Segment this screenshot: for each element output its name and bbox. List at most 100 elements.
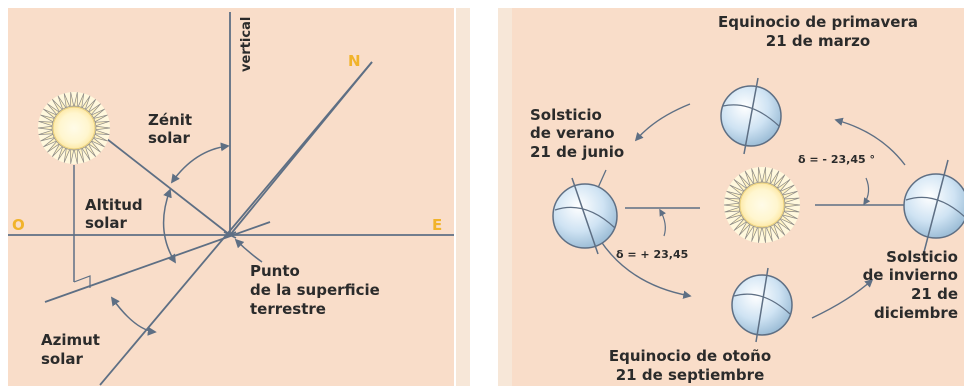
point-marker (223, 231, 237, 239)
zenith-angle-arc (170, 142, 230, 184)
north-ray (229, 61, 373, 236)
panel-gutter-left (456, 8, 470, 386)
sun-center-ray-spike (780, 214, 795, 226)
sun-ray-spike (38, 129, 54, 135)
sun-ray-spike (81, 95, 91, 110)
altitude-label-line2: solar (85, 214, 127, 232)
sun-ray-spike (47, 140, 60, 153)
point-label-line3: terrestre (250, 300, 326, 318)
altitude-label-line1: Altitud (85, 196, 143, 214)
sun-center-ray-spike (783, 206, 800, 213)
globe-spring-icon (720, 77, 782, 155)
sun-center-ray-spike (744, 224, 754, 240)
sun-center-ray-spike (738, 221, 751, 236)
winter-solstice-line1: Solsticio (886, 248, 958, 266)
sun-ray-spike (91, 108, 105, 119)
autumn-equinox-line2: 21 de septiembre (616, 366, 765, 384)
point-label-line1: Punto (250, 262, 300, 280)
sun-ray-spike (63, 93, 71, 108)
sun-ray-spike (69, 149, 75, 164)
delta-winter-arc (863, 177, 871, 206)
left-panel: vertical Zénit solar Altitud solar Azimu… (8, 8, 470, 386)
sun-ray-spike (91, 137, 105, 148)
sun-center-ray-spike (729, 184, 744, 196)
sun-ray-spike (77, 93, 85, 108)
sun-center-ray-spike (738, 174, 751, 189)
point-label-line2: de la superficie (250, 281, 380, 299)
autumn-equinox-line1: Equinocio de otoño (609, 347, 771, 365)
vertical-label: vertical (239, 17, 254, 72)
sun-center-ray-spike (761, 167, 767, 183)
sun-ray-spike (85, 143, 96, 157)
west-label: O (12, 216, 25, 234)
sun-center-ray-spike (783, 197, 800, 204)
sun-center-ray-spike (751, 226, 758, 242)
summer-solstice-line1: Solsticio (530, 106, 602, 124)
sun-center-ray-spike (744, 170, 754, 186)
sun-ray-spike (88, 140, 101, 153)
sun-center-ray-spike (773, 174, 786, 189)
azimuth-ground-line (44, 221, 271, 303)
delta-summer-arc (659, 208, 666, 237)
sun-ray-spike (52, 99, 63, 113)
altitude-angle-arc (162, 188, 176, 264)
sun-center-ray-spike (773, 221, 786, 236)
sun-ray-spike (40, 133, 55, 142)
sun-center-ray-spike (766, 226, 773, 242)
sun-ray-spike (57, 95, 67, 110)
sun-center-disc (739, 182, 785, 228)
sun-center-ray-spike (733, 179, 747, 192)
azimuth-label-line2: solar (41, 350, 83, 368)
sun-ray-spike (93, 114, 108, 123)
spring-equinox-line1: Equinocio de primavera (718, 13, 918, 31)
orbit-arrow-autumn-winter (811, 278, 874, 319)
sun-ray-spike (57, 146, 67, 161)
sun-icon (37, 92, 111, 164)
right-panel: Equinocio de primavera 21 de marzo Solst… (498, 8, 964, 386)
azimuth-angle-arc (110, 296, 157, 336)
zenith-label-line1: Zénit (148, 111, 192, 129)
azimuth-label-line1: Azimut (41, 331, 100, 349)
sun-disc (52, 106, 96, 150)
sun-center-ray-spike (777, 179, 791, 192)
sun-center-ray-spike (766, 168, 773, 184)
orbit-arrow-spring-summer (634, 103, 691, 142)
delta-winter-label: δ = - 23,45 ° (798, 153, 875, 166)
sun-center-ray-spike (724, 206, 741, 213)
sun-ray-spike (43, 137, 57, 148)
delta-summer-label: δ = + 23,45 (616, 248, 688, 261)
sun-center-ray-spike (782, 190, 798, 199)
sun-center-ray-spike (757, 167, 763, 183)
sun-ray-spike (95, 125, 111, 131)
sun-ray-spike (94, 129, 110, 135)
sun-center-ray-spike (784, 202, 801, 208)
winter-solstice-line4: diciembre (874, 304, 958, 322)
sun-ray-spike (40, 114, 55, 123)
sun-ray-spike (93, 133, 108, 142)
sun-center-ray-spike (757, 227, 763, 243)
north-label: N (348, 52, 361, 70)
sun-center-ray-spike (770, 224, 780, 240)
sun-center-ray-spike (751, 168, 758, 184)
sun-center-ray-spike (723, 202, 740, 208)
sun-center-ray-spike (780, 184, 795, 196)
summer-solstice-line3: 21 de junio (530, 143, 624, 161)
orbit-arrow-summer-autumn (599, 239, 692, 299)
sun-center-ray-spike (733, 218, 747, 231)
sun-center-ray-spike (726, 190, 742, 199)
left-panel-background (8, 8, 454, 386)
sun-ray-spike (73, 149, 79, 164)
winter-solstice-line2: de invierno (863, 266, 958, 284)
winter-solstice-line3: 21 de (911, 285, 958, 303)
sun-ray-spike (43, 108, 57, 119)
sun-ray-spike (69, 92, 75, 107)
sun-ray-spike (63, 148, 71, 163)
right-angle-marker (73, 275, 91, 288)
sun-center-icon (723, 167, 801, 243)
sun-center-ray-spike (729, 214, 744, 226)
sun-center-ray-spike (770, 170, 780, 186)
sun-ray-spike (37, 125, 53, 131)
point-pointer-arrow (234, 238, 263, 263)
panel-gutter-right (498, 8, 512, 386)
